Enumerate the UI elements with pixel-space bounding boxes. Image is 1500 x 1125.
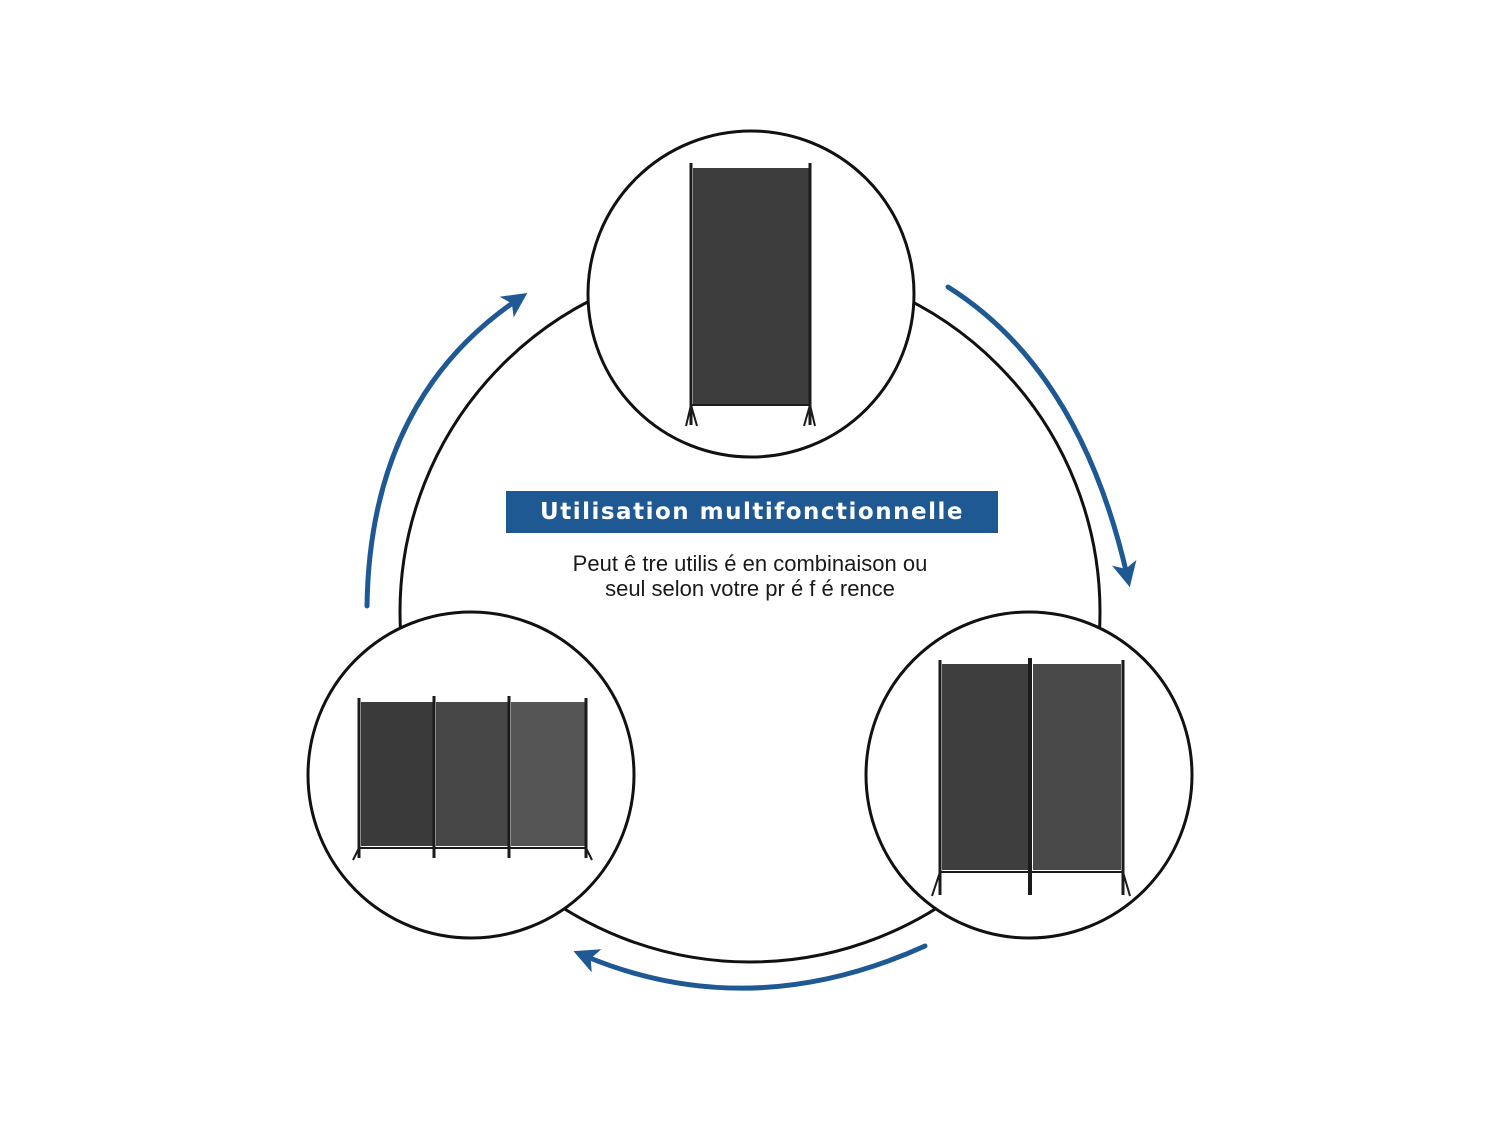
- single-panel-config: [586, 129, 916, 459]
- arrow-top-right: [945, 284, 1137, 588]
- title-banner: Utilisation multifonctionnelle: [506, 491, 998, 533]
- subtitle: Peut ê tre utilis é en combinaison ou se…: [450, 551, 1050, 601]
- three-panel-config: [306, 610, 636, 940]
- single-panel-screen-image: [685, 163, 816, 427]
- arrow-left: [364, 292, 528, 609]
- subtitle-line-1: Peut ê tre utilis é en combinaison ou: [572, 551, 928, 576]
- two-panel-screen-image: [931, 658, 1131, 897]
- three-panel-screen-image: [352, 696, 593, 861]
- arrow-bottom: [573, 943, 928, 991]
- diagram-title: Utilisation multifonctionnelle: [540, 499, 964, 525]
- subtitle-line-2: seul selon votre pr é f é rence: [605, 576, 895, 601]
- two-panel-config: [864, 610, 1194, 940]
